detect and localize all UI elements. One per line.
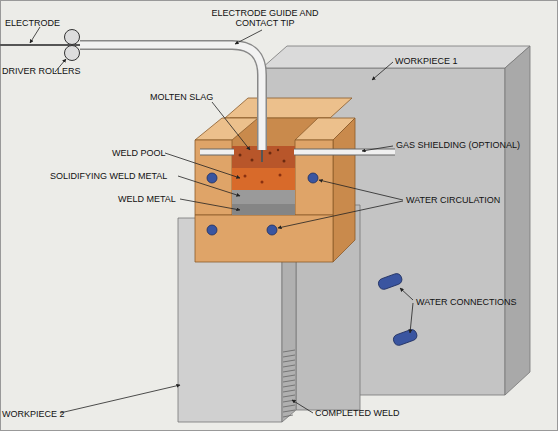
- gas-tube: [200, 152, 395, 153]
- part-label: SOLIDIFYING WELD METAL: [50, 171, 180, 181]
- part-label: WATER CONNECTIONS: [416, 297, 536, 307]
- part-label: ELECTRODE: [5, 18, 85, 28]
- weld-zone: [232, 146, 295, 215]
- driver-rollers: [65, 30, 80, 61]
- leader-line: [30, 27, 413, 413]
- part-label: WORKPIECE 1: [395, 56, 485, 66]
- part-label: DRIVER ROLLERS: [2, 66, 92, 76]
- part-label: ELECTRODE GUIDE AND CONTACT TIP: [200, 8, 330, 28]
- part-label: WORKPIECE 2: [2, 409, 82, 419]
- electrode-guide: [0, 45, 262, 162]
- water-channel: [207, 173, 318, 235]
- part-label: GAS SHIELDING (OPTIONAL): [396, 140, 546, 150]
- completed-weld: [283, 350, 295, 417]
- part-label: WELD METAL: [118, 194, 188, 204]
- part-label: WATER CIRCULATION: [406, 195, 526, 205]
- part-label: WELD POOL: [112, 148, 172, 158]
- copper-shoe: [195, 98, 355, 262]
- water-connection: [377, 272, 418, 347]
- part-label: MOLTEN SLAG: [150, 92, 230, 102]
- part-label: COMPLETED WELD: [315, 408, 415, 418]
- workpiece-2-plate: [178, 205, 360, 422]
